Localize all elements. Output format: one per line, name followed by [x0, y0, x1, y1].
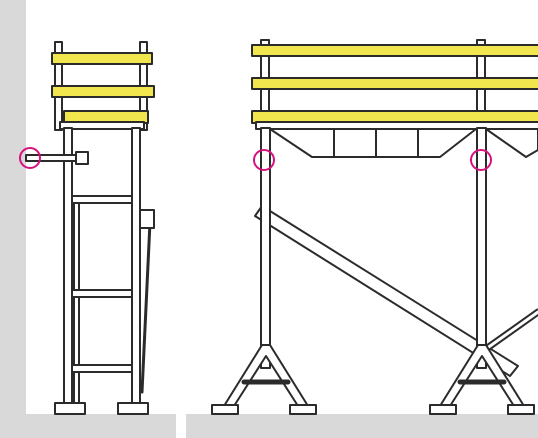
front-base-left: [223, 344, 309, 407]
side-guardrail-middle: [51, 85, 155, 98]
front-truss-right: [485, 128, 538, 158]
front-upright-left: [260, 127, 271, 369]
front-base-plate-middle-b: [507, 404, 535, 415]
side-rung-3: [71, 364, 133, 373]
front-guardrail-middle: [251, 77, 538, 90]
ground-left: [26, 414, 176, 438]
side-rung-2: [71, 289, 133, 298]
connection-marker: [19, 147, 41, 169]
ground-right: [186, 414, 538, 438]
side-platform: [59, 121, 145, 130]
front-diagonal-tube: [254, 205, 519, 377]
connection-marker: [470, 149, 492, 171]
front-view: [211, 39, 538, 415]
side-rung-1: [71, 195, 133, 204]
front-platform: [255, 121, 538, 130]
side-wall-tie-clamp: [75, 151, 89, 165]
front-upright-middle: [476, 127, 487, 369]
side-guardrail-top: [51, 52, 153, 65]
side-base-plate-right: [117, 402, 149, 415]
front-truss-left: [269, 128, 477, 158]
connection-marker: [253, 149, 275, 171]
side-base-plate-left: [54, 402, 86, 415]
front-guardrail-top: [251, 44, 538, 57]
side-frame-upright-left: [63, 127, 73, 409]
front-base-plate-middle-a: [429, 404, 457, 415]
side-frame-upright-right: [131, 127, 141, 409]
wall: [0, 0, 26, 438]
side-view: [25, 41, 155, 415]
connection-markers: [19, 147, 492, 171]
side-brace: [140, 220, 152, 394]
front-base-plate-left-a: [211, 404, 239, 415]
side-brace-coupler: [139, 209, 155, 229]
front-base-plate-left-b: [289, 404, 317, 415]
side-inner-upright-left: [73, 195, 80, 409]
